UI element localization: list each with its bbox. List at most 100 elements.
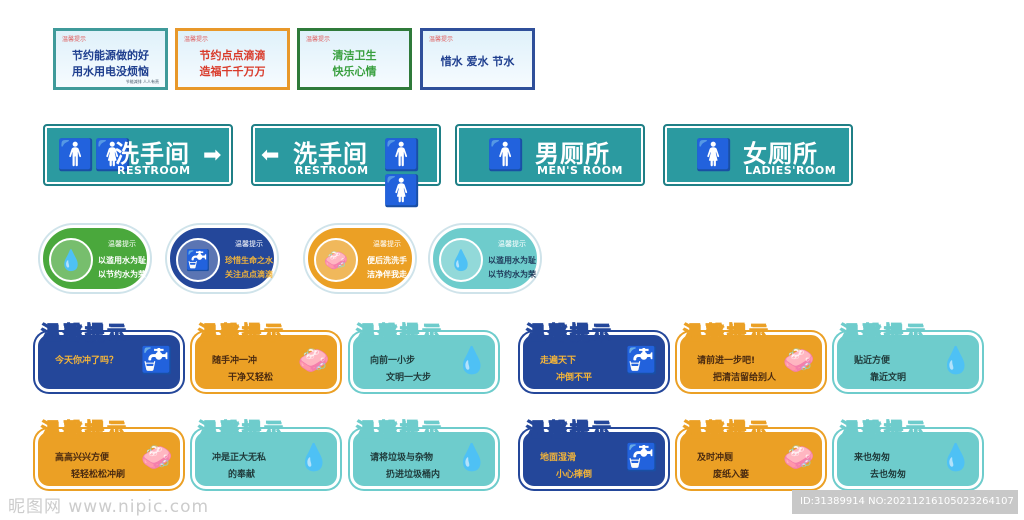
poster-line2: 快乐心情 <box>332 65 377 78</box>
reminder-card: 温馨提示请前进一步吧!把清洁留给别人🧼 <box>677 318 825 393</box>
hand-wash-icon: 🧼 <box>140 443 173 473</box>
card-body <box>350 429 498 489</box>
cloud-line2: 关注点点滴滴 <box>225 270 273 279</box>
reminder-card: 温馨提示冲是正大无私的奉献💧 <box>192 415 340 490</box>
card-title: 温馨提示 <box>40 322 130 345</box>
reminder-card: 温馨提示及时冲厕废纸入篓🧼 <box>677 415 825 490</box>
cloud-sign: 💧温馨提示以滥用水为耻以节约水为荣 <box>40 225 150 292</box>
sign-english: LADIES'ROOM <box>745 164 837 177</box>
sign-chinese: 男厕所 <box>535 140 610 168</box>
card-line1: 走遍天下 <box>540 356 577 366</box>
card-line1: 贴近方便 <box>854 356 891 366</box>
sign-chinese: 洗手间 <box>115 140 190 168</box>
sign-english: RESTROOM <box>295 164 369 177</box>
cloud-title: 温馨提示 <box>108 240 136 248</box>
cloud-line2: 以节约水为荣 <box>488 270 536 279</box>
water-drop-icon: 💧 <box>297 443 330 473</box>
card-body <box>834 429 982 489</box>
sign-chinese: 洗手间 <box>293 140 368 168</box>
female-icon: 🚺 <box>695 138 733 173</box>
faucet-plant-icon: 🚰 <box>625 443 658 473</box>
reminder-card: 温馨提示地面湿滑小心摔倒 🚰 <box>520 415 668 490</box>
card-line2: 小心摔倒 <box>556 470 593 480</box>
card-title: 温馨提示 <box>355 419 445 442</box>
reminder-card: 温馨提示高高兴兴方便轻轻松松冲刷 🧼 <box>35 415 183 490</box>
card-title: 温馨提示 <box>197 322 287 345</box>
card-body <box>350 332 498 392</box>
reminder-card: 温馨提示今天你冲了吗？ 🚰 <box>35 318 183 393</box>
card-line2: 去也匆匆 <box>870 470 907 480</box>
faucet-plant-icon: 🚰 <box>176 238 220 282</box>
poster-tip: 温馨提示 <box>306 36 331 43</box>
card-line1: 地面湿滑 <box>540 453 577 463</box>
card-line1: 请前进一步吧! <box>697 356 756 366</box>
reminder-card: 温馨提示来也匆匆去也匆匆 💧 <box>834 415 982 490</box>
reminder-card: 温馨提示向前一小步文明一大步💧 <box>350 318 498 393</box>
poster-line1: 节约点点滴滴 <box>199 49 266 62</box>
card-line2: 文明一大步 <box>386 373 432 383</box>
card-title: 温馨提示 <box>682 419 772 442</box>
cloud-line1: 以滥用水为耻 <box>488 256 536 265</box>
card-line1: 来也匆匆 <box>854 453 891 463</box>
card-title: 温馨提示 <box>839 322 929 345</box>
cloud-line2: 以节约水为荣 <box>98 270 146 279</box>
card-title: 温馨提示 <box>839 419 929 442</box>
faucet-plant-icon: 🚰 <box>625 346 658 376</box>
cloud-line1: 珍惜生命之水 <box>225 256 273 265</box>
sign-english: MEN'S ROOM <box>537 164 623 177</box>
cloud-title: 温馨提示 <box>235 240 263 248</box>
card-title: 温馨提示 <box>40 419 130 442</box>
card-body <box>677 429 825 489</box>
hand-wash-icon: 🧼 <box>314 238 358 282</box>
card-line1: 今天你冲了吗？ <box>55 356 119 366</box>
arrow-left-icon: ⬅ <box>261 143 280 168</box>
reminder-card: 温馨提示贴近方便靠近文明💧 <box>834 318 982 393</box>
card-line1: 随手冲一冲 <box>212 356 258 366</box>
faucet-plant-icon: 🚰 <box>140 346 173 376</box>
poster-line1: 清洁卫生 <box>332 49 377 62</box>
card-title: 温馨提示 <box>197 419 287 442</box>
watermark: 昵图网 www.nipic.com <box>8 497 210 517</box>
cloud-sign: 💧 温馨提示以滥用水为耻以节约水为荣 <box>430 225 540 292</box>
card-body <box>35 332 183 392</box>
card-line2: 把清洁留给别人 <box>713 373 777 383</box>
cloud-line2: 洁净伴我走 <box>367 270 407 279</box>
card-line2: 的奉献 <box>228 470 256 480</box>
card-line2: 轻轻松松冲刷 <box>71 470 126 480</box>
cloud-line1: 便后洗洗手 <box>367 256 407 265</box>
card-title: 温馨提示 <box>355 322 445 345</box>
arrow-right-icon: ➡ <box>203 143 222 168</box>
card-line2: 干净又轻松 <box>228 373 274 383</box>
poster-line1: 惜水 爱水 节水 <box>440 55 515 68</box>
male-female-icon: 🚹🚺 <box>383 138 421 209</box>
poster-line2: 用水用电没烦恼 <box>72 65 149 78</box>
hand-wash-icon: 🧼 <box>782 443 815 473</box>
poster-tip: 温馨提示 <box>62 36 87 43</box>
sign-chinese: 女厕所 <box>743 140 818 168</box>
male-female-icon: 🚹🚺 <box>57 138 132 173</box>
water-drop-icon: 💧 <box>439 238 483 282</box>
water-drop-icon: 💧 <box>939 443 972 473</box>
card-line2: 冲倒不平 <box>556 373 593 383</box>
card-title: 温馨提示 <box>525 419 615 442</box>
card-title: 温馨提示 <box>682 322 772 345</box>
card-body <box>35 429 183 489</box>
water-drop-icon: 💧 <box>939 346 972 376</box>
reminder-card: 温馨提示请将垃圾与杂物扔进垃圾桶内💧 <box>350 415 498 490</box>
male-icon: 🚹 <box>487 138 525 173</box>
cloud-line1: 以滥用水为耻 <box>98 256 146 265</box>
water-drop-icon: 💧 <box>455 443 488 473</box>
poster-footer: 节能减排 人人有责 <box>125 79 159 84</box>
image-id: ID:31389914 NO:20211216105023264107 <box>792 490 1018 514</box>
card-body <box>192 429 340 489</box>
card-line1: 及时冲厕 <box>697 453 734 463</box>
reminder-card: 温馨提示走遍天下冲倒不平🚰 <box>520 318 668 393</box>
cloud-title: 温馨提示 <box>498 240 526 248</box>
poster-banner: 温馨提示惜水 爱水 节水 <box>420 28 535 90</box>
card-line1: 向前一小步 <box>370 356 416 366</box>
card-line1: 高高兴兴方便 <box>55 453 110 463</box>
cloud-title: 温馨提示 <box>373 240 401 248</box>
